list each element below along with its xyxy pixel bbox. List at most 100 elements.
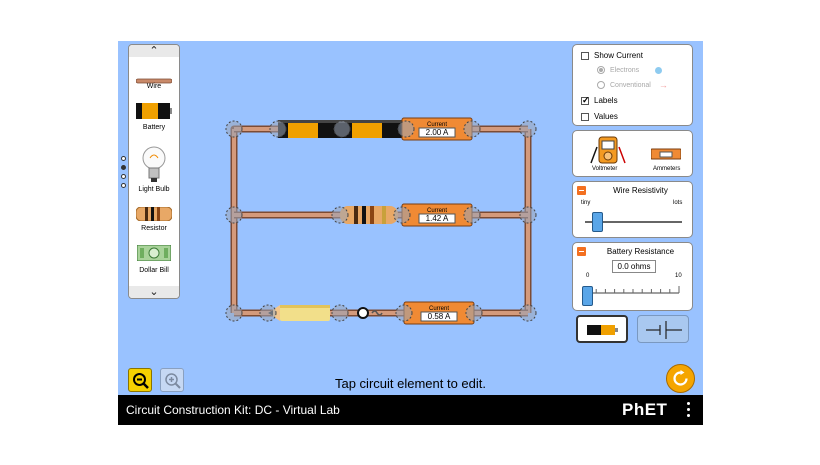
junction [331,206,349,224]
battery-top-2[interactable] [342,120,406,138]
junction [269,120,287,138]
junction [395,304,413,322]
toolbox-item-wire[interactable] [129,71,179,89]
junction [333,120,351,138]
toolbox-label-wire: Wire [146,83,162,90]
navigation-bar: Circuit Construction Kit: DC - Virtual L… [118,395,703,425]
junction [393,206,411,224]
wire-resistivity-panel: Wire Resistivity tiny lots [572,181,693,238]
battery-resistance-readout: 0.0 ohms [612,260,656,273]
meters-panel: Voltmeter Ammeters [572,130,693,177]
page-dot[interactable] [121,156,126,161]
resistivity-slider[interactable] [591,212,603,232]
toolbox-label-dollar-bill: Dollar Bill [139,267,169,274]
scroll-down-button[interactable]: ⌄ [129,286,179,298]
ammeter-tool[interactable] [650,147,682,165]
tiny-label: tiny [581,200,591,206]
values-checkbox[interactable]: Values [581,112,618,121]
lots-label: lots [673,200,683,206]
values-label: Values [594,112,618,121]
battery-resistance-slider[interactable] [582,286,593,306]
checkbox-unchecked-icon [581,112,589,121]
ammeter-2-value: 1.42 A [426,214,449,223]
toolbox-label-resistor: Resistor [141,225,167,232]
junction [519,206,537,224]
junction [465,304,483,322]
junctions[interactable] [225,120,537,322]
ammeter-icon [650,148,682,160]
radio-unselected-icon [597,81,605,89]
display-options-panel: Show Current Electrons Conventional → La… [572,44,693,126]
app-title: Circuit Construction Kit: DC - Virtual L… [126,403,340,417]
junction [225,120,243,138]
pencil[interactable] [268,305,330,321]
resistivity-track [585,221,682,223]
labels-checkbox[interactable]: Labels [581,95,618,106]
ammeter-1[interactable]: Current 2.00 A [401,117,473,141]
battery-icon [136,103,172,119]
phet-logo[interactable]: PhET [622,400,668,419]
page-dot[interactable] [121,174,126,179]
labels-label: Labels [594,96,618,105]
junction [463,120,481,138]
junction [463,206,481,224]
voltmeter-tool[interactable] [587,135,629,170]
scroll-up-button[interactable]: ⌃ [129,45,179,57]
menu-icon[interactable] [687,402,691,417]
light-bulb-icon [142,146,166,182]
reset-all-button[interactable] [666,364,695,393]
battery-top-1[interactable] [278,120,342,138]
junction [225,304,243,322]
conventional-label: Conventional [610,81,651,89]
radio-selected-icon [597,66,605,74]
min-label: 0 [586,273,590,279]
schematic-view-button[interactable] [637,315,689,343]
chevron-down-icon: ⌄ [149,286,159,298]
ammeter-2[interactable]: Current 1.42 A [401,203,473,227]
ammeter-1-value: 2.00 A [426,128,449,137]
toolbox-item-battery[interactable] [129,103,179,124]
ammeter-3-label: Current [429,306,449,312]
collapse-button[interactable] [577,247,586,256]
page-dot[interactable] [121,183,126,188]
edit-hint: Tap circuit element to edit. [334,376,487,391]
reset-icon [673,370,688,386]
arrow-right-icon: → [658,80,668,90]
ammeter-3-value: 0.58 A [428,312,451,321]
ammeter-2-label: Current [427,208,447,214]
collapse-button[interactable] [577,186,586,195]
voltmeter-icon [590,136,626,164]
ammeter-3[interactable]: Current 0.58 A [403,301,475,325]
junction [331,304,349,322]
junction [397,120,415,138]
circuit-canvas[interactable]: Current 2.00 A Current 1.42 A Current 0.… [118,41,703,425]
electrons-radio[interactable]: Electrons [597,66,663,74]
toolbox-item-light-bulb[interactable] [129,144,179,189]
electron-icon [655,66,663,74]
page-dot-active[interactable] [121,165,126,170]
chevron-up-icon: ⌃ [149,45,159,57]
show-current-checkbox[interactable]: Show Current [581,51,643,60]
lifelike-view-button[interactable] [576,315,628,343]
switch[interactable] [357,307,383,319]
battery-icon [587,325,618,335]
checkbox-checked-icon [581,95,590,106]
junction [519,304,537,322]
battery-resistance-title: Battery Resistance [606,247,675,256]
zoom-in-button[interactable] [160,368,184,392]
toolbox-item-resistor[interactable] [129,206,179,226]
max-label: 10 [675,273,682,279]
battery-resistance-panel: Battery Resistance 0.0 ohms 0 10 [572,242,693,311]
conventional-radio[interactable]: Conventional → [597,80,668,90]
toolbox-label-light-bulb: Light Bulb [138,186,170,193]
toolbox-item-dollar-bill[interactable] [129,244,179,266]
zoom-out-icon [133,373,149,389]
zoom-out-button[interactable] [128,368,152,392]
junction [259,304,277,322]
junction [519,120,537,138]
show-current-label: Show Current [594,51,643,60]
resistor[interactable] [340,206,398,224]
junction [225,206,243,224]
battery-resistance-track [586,286,680,294]
checkbox-unchecked-icon [581,51,589,60]
